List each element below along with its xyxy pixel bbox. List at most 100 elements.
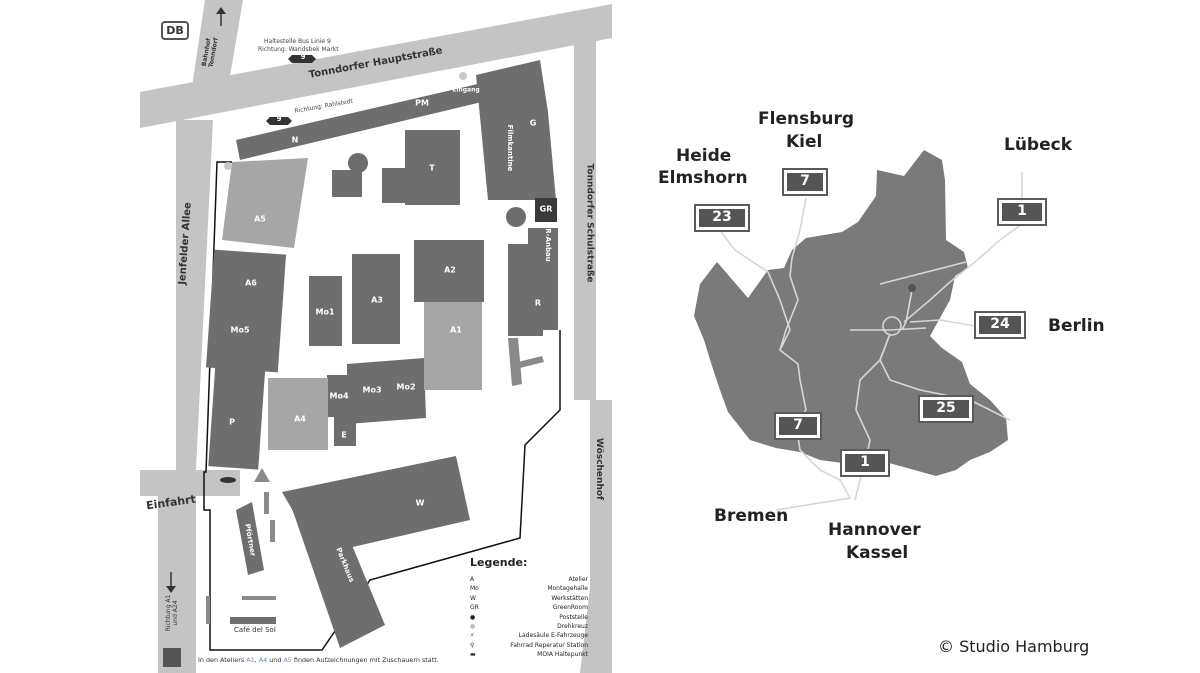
road-a24: [909, 319, 976, 327]
label-mo2: Mo2: [396, 382, 416, 392]
city-bremen: Bremen: [714, 506, 789, 526]
db-logo: DB: [166, 24, 184, 37]
road-inner-3: [850, 327, 927, 331]
label-a3: A3: [371, 295, 383, 305]
street-woeschenhof: Wöschenhof: [593, 438, 604, 500]
turnstile-icon: ●: [470, 622, 476, 630]
label-mo5: Mo5: [230, 325, 250, 335]
label-a5: A5: [254, 214, 266, 224]
building-e: [334, 416, 356, 446]
campus-boundary: [203, 161, 561, 651]
bus-badge-icon-2: [266, 117, 292, 125]
label-a6: A6: [245, 278, 257, 288]
label-ranbau: R-Anbau: [544, 228, 552, 262]
road-jenfelder-south: [158, 495, 196, 673]
road-schulstrasse: [574, 36, 596, 400]
road-inner-1: [879, 261, 967, 285]
label-e: E: [341, 430, 347, 440]
drehkreuz-1: [459, 72, 467, 80]
route-badge-a24: 24: [974, 311, 1026, 339]
building-mo1: [309, 276, 342, 346]
bicycle-icon: ⚲: [470, 641, 475, 649]
label-n: N: [291, 135, 299, 145]
db-logo-frame: [161, 21, 189, 40]
building-a1: [424, 302, 482, 390]
building-a3: [352, 254, 400, 344]
legend-item: ⚡Ladesäule E-Fahrzeuge: [470, 632, 588, 640]
region-map-graphics: [694, 150, 1023, 511]
label-a2: A2: [444, 265, 456, 275]
city-heide: Heide: [676, 146, 732, 166]
bus-badge-label-2: 9: [276, 115, 282, 123]
legend-item: ●Drehkreuz: [470, 622, 588, 630]
building-gr: [535, 198, 557, 222]
legend-item: ●Poststelle: [470, 613, 588, 621]
campus-map: DB Haltestelle Bus Linie 9 Richtung: Wan…: [140, 0, 612, 673]
label-eingang: Eingang: [452, 86, 480, 94]
city-berlin: Berlin: [1048, 316, 1105, 336]
building-circle-2: [506, 207, 526, 227]
city-center-dot: [908, 284, 916, 292]
bus-stop-line2: Richtung: Wandsbek Markt: [258, 46, 339, 53]
road-a1-south: [855, 333, 891, 451]
road-inner-2: [901, 289, 913, 331]
route-badge-a23: 23: [694, 204, 750, 232]
path-segment: [508, 338, 522, 386]
building-small: [332, 170, 362, 197]
label-t: T: [429, 163, 435, 173]
label-cafe: Café del Sol: [234, 626, 276, 634]
buildings: [205, 60, 558, 648]
label-pm: PM: [415, 98, 429, 108]
label-a4: A4: [294, 414, 306, 424]
label-mo1: Mo1: [315, 307, 335, 317]
label-p: P: [229, 417, 235, 427]
footnote: In den Ateliers A1, A4 und A5 finden Auf…: [198, 656, 439, 664]
building-mo3-mo2: [347, 358, 426, 424]
city-luebeck: Lübeck: [1004, 135, 1073, 155]
road-bahnhof: [190, 0, 243, 100]
city-center-ring: [882, 316, 902, 336]
campus-map-graphics: [140, 0, 612, 673]
building-a5: [222, 158, 308, 248]
drehkreuz-2: [224, 162, 232, 170]
buildings-light: [222, 158, 482, 450]
road-a23: [717, 227, 807, 425]
route-badge-a1-south: 1: [840, 449, 890, 477]
route-badge-a25: 25: [918, 395, 974, 423]
triangle-marker: [254, 468, 270, 482]
bus-badge-label-1: 9: [300, 53, 306, 61]
path-segment-2: [518, 356, 544, 368]
road-diagonal: [580, 400, 612, 673]
building-cafe: [230, 617, 276, 624]
building-t-wing: [382, 168, 410, 203]
road-bremen: [775, 423, 852, 511]
bus-badge-icon-1: [288, 55, 316, 63]
charging-icon: ⚡: [470, 632, 475, 640]
details: [206, 72, 544, 624]
copyright: © Studio Hamburg: [938, 637, 1090, 656]
building-t: [405, 130, 460, 205]
street-richtung: Richtung A1 und A24: [165, 591, 179, 635]
arrows: [166, 7, 226, 593]
label-mo4: Mo4: [329, 391, 349, 401]
building-mo4: [327, 375, 349, 417]
autobahn-icon: [163, 648, 181, 667]
label-filmkantine: Filmkantine: [506, 124, 514, 172]
legend-item: ▬MOIA Haltepunkt: [470, 651, 588, 659]
road-einfahrt: [140, 470, 240, 496]
legend-title: Legende:: [470, 556, 528, 569]
building-a6-mo5: [205, 249, 287, 373]
label-gr: GR: [539, 204, 553, 214]
label-mo3: Mo3: [362, 385, 382, 395]
roads: [140, 0, 612, 673]
label-g: G: [529, 118, 537, 128]
city-flensburg: Flensburg: [758, 109, 855, 129]
curb-2: [270, 520, 275, 542]
building-g-filmkantine: [476, 60, 556, 200]
arrow-up-head-icon: [216, 7, 226, 14]
